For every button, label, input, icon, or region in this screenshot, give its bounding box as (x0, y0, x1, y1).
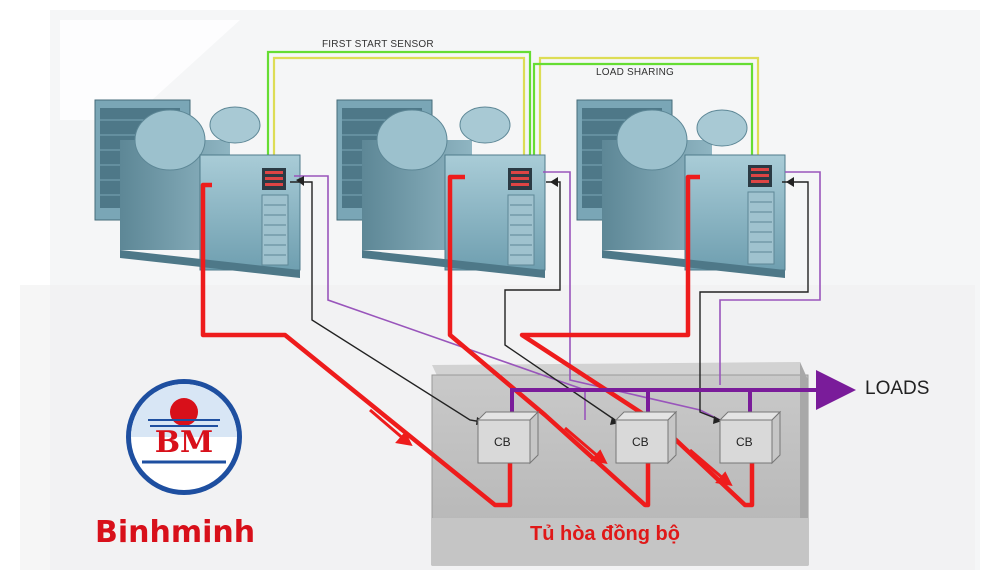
bm-logo: BM (126, 379, 242, 495)
logo-letters: BM (155, 425, 214, 460)
brand-name: Binhminh (95, 515, 256, 550)
sync-panel (431, 362, 809, 566)
generator-2 (336, 99, 546, 278)
breaker-3-label: CB (736, 435, 753, 449)
power-lines (200, 174, 755, 508)
breaker-2-label: CB (632, 435, 649, 449)
breaker-1: CB (476, 410, 540, 465)
loads-label: LOADS (865, 378, 930, 399)
panel-title: Tủ hòa đồng bộ (530, 523, 680, 545)
breaker-2: CB (614, 410, 678, 465)
flow-arrows (369, 408, 733, 486)
first-start-sensor-label: FIRST START SENSOR (322, 39, 434, 50)
load-sharing-label: LOAD SHARING (596, 67, 674, 78)
generator-3 (576, 99, 786, 278)
breaker-3: CB (718, 410, 782, 465)
generator-1 (94, 99, 301, 278)
sensor-lines (266, 50, 760, 168)
breaker-1-label: CB (494, 435, 511, 449)
